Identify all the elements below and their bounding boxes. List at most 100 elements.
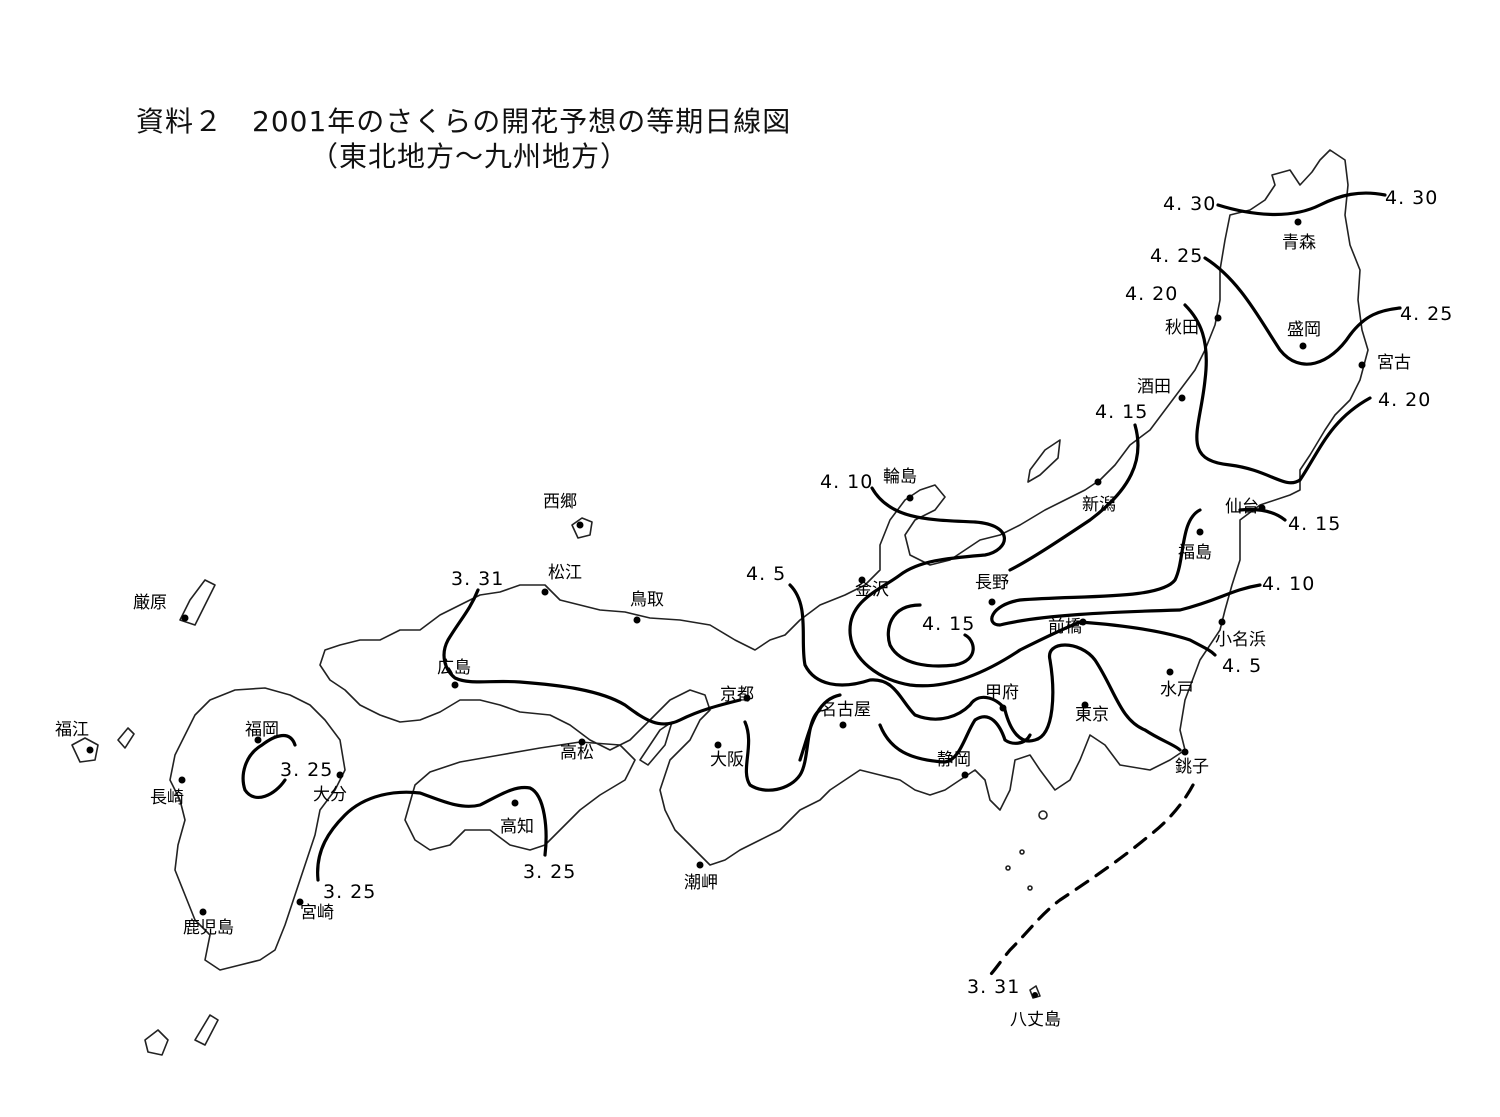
iso-label-4-10-north: 4. 10: [820, 471, 873, 493]
label-kochi: 高知: [500, 817, 534, 837]
dot-hachijojima: [1032, 992, 1038, 998]
dot-oita: [336, 771, 344, 779]
dot-wajima: [906, 494, 914, 502]
isoline-4-25: [1203, 256, 1402, 366]
isoline-3-31-pacific: [988, 783, 1195, 977]
label-kyoto: 京都: [720, 685, 754, 705]
iso-label-4-25-north: 4. 25: [1150, 245, 1203, 267]
iso-label-3-31-west: 3. 31: [451, 568, 504, 590]
dot-sakata: [1178, 394, 1186, 402]
label-sakata: 酒田: [1137, 377, 1171, 397]
label-miyako: 宮古: [1377, 353, 1411, 373]
tanegashima-island: [194, 1014, 219, 1046]
dot-fukuoka: [254, 736, 262, 744]
isoline-4-20: [1183, 303, 1372, 485]
isoline-labels: 4. 30 4. 30 4. 25 4. 25 4. 20 4. 20 4. 1…: [280, 187, 1453, 998]
label-fukue: 福江: [55, 720, 89, 740]
izu-island-1: [1038, 810, 1048, 820]
kyushu-coast: [169, 687, 346, 971]
dot-choshi: [1181, 748, 1189, 756]
dot-hiroshima: [451, 681, 459, 689]
isoline-4-10: [848, 486, 1217, 688]
isoline-3-25-fukuoka: [241, 734, 297, 799]
isoline-4-5-kinki: [743, 708, 822, 792]
dot-shionomisaki: [696, 861, 704, 869]
dot-miyazaki: [296, 898, 304, 906]
iso-label-4-15-north: 4. 15: [1095, 401, 1148, 423]
hachijojima-island: [1029, 985, 1041, 999]
iso-label-4-15-center: 4. 15: [922, 613, 975, 635]
dot-onahama: [1218, 618, 1226, 626]
dot-fukue: [86, 746, 94, 754]
isoline-4-5: [788, 583, 1182, 752]
dot-maebashi: [1079, 618, 1087, 626]
osumi-island: [144, 1029, 169, 1056]
dot-matsue: [541, 588, 549, 596]
dot-fukushima: [1196, 528, 1204, 536]
dot-sendai: [1258, 504, 1266, 512]
city-dots: [86, 218, 1366, 998]
label-izuhara: 厳原: [133, 593, 167, 613]
isoline-4-15-center: [886, 603, 975, 668]
label-nagoya: 名古屋: [820, 700, 871, 720]
label-nagasaki: 長崎: [150, 788, 184, 808]
isoline-3-31-west: [442, 588, 742, 726]
iso-label-4-30-east: 4. 30: [1385, 187, 1438, 209]
dot-tottori: [633, 616, 641, 624]
label-miyazaki: 宮崎: [300, 903, 334, 923]
label-akita: 秋田: [1165, 318, 1199, 338]
isoline-4-30: [1216, 191, 1387, 217]
label-saigo: 西郷: [543, 492, 577, 512]
label-fukuoka: 福岡: [245, 720, 279, 740]
dot-nagoya: [839, 721, 847, 729]
iso-label-4-10-east: 4. 10: [1262, 573, 1315, 595]
isoline-4-15-east: [990, 508, 1262, 627]
iso-label-4-20-north: 4. 20: [1125, 283, 1178, 305]
honshu-coast: [319, 149, 1369, 866]
label-niigata: 新潟: [1082, 495, 1116, 515]
dot-nagano: [988, 598, 996, 606]
shikoku-coast: [404, 741, 636, 851]
goto-island: [71, 737, 99, 763]
label-matsue: 松江: [548, 563, 582, 583]
dot-kanazawa: [858, 576, 866, 584]
dot-miyako: [1358, 361, 1366, 369]
oki-island: [571, 517, 593, 539]
dot-tokyo: [1081, 701, 1089, 709]
iso-label-4-20-east: 4. 20: [1378, 389, 1431, 411]
dot-takamatsu: [578, 738, 586, 746]
label-mito: 水戸: [1160, 680, 1194, 700]
label-nagano: 長野: [975, 573, 1009, 593]
label-tokyo: 東京: [1075, 705, 1109, 725]
label-shionomisaki: 潮岬: [684, 873, 718, 893]
dot-osaka: [714, 741, 722, 749]
dot-kofu: [999, 704, 1007, 712]
dot-akita: [1214, 314, 1222, 322]
label-kofu: 甲府: [985, 683, 1019, 703]
iso-label-3-25-miyazaki: 3. 25: [323, 881, 376, 903]
label-shizuoka: 静岡: [937, 750, 971, 770]
izu-island-2: [1019, 849, 1025, 855]
label-morioka: 盛岡: [1287, 320, 1321, 340]
label-tottori: 鳥取: [630, 590, 664, 610]
isoline-4-15-sendai: [1238, 507, 1287, 522]
dot-kyoto: [743, 694, 751, 702]
isoline-4-15-north: [1008, 423, 1140, 572]
label-hachijojima: 八丈島: [1010, 1010, 1061, 1030]
izu-island-3: [1005, 865, 1011, 871]
dot-morioka: [1299, 342, 1307, 350]
dot-izuhara: [181, 614, 189, 622]
izu-island-4: [1027, 885, 1033, 891]
map-title: 資料２ 2001年のさくらの開花予想の等期日線図: [136, 105, 792, 138]
dot-kochi: [511, 799, 519, 807]
label-sendai: 仙台: [1225, 497, 1259, 517]
label-fukushima: 福島: [1178, 543, 1212, 563]
dot-shizuoka: [961, 771, 969, 779]
label-oita: 大分: [313, 785, 347, 805]
iso-label-4-25-east: 4. 25: [1400, 303, 1453, 325]
iso-label-3-31-south: 3. 31: [967, 976, 1020, 998]
goto-island-2: [117, 727, 135, 749]
dot-mito: [1166, 668, 1174, 676]
